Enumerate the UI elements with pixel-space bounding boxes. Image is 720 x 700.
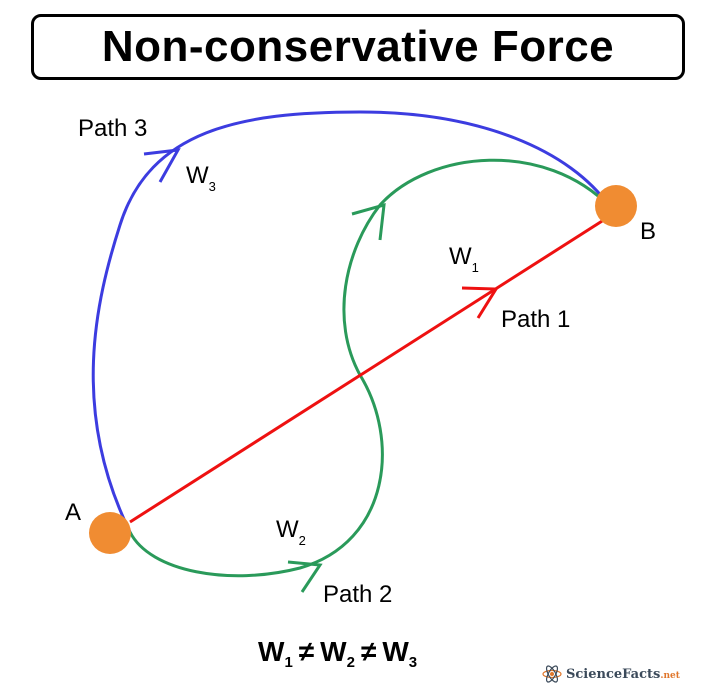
sciencefacts-logo: ScienceFacts.net bbox=[542, 664, 680, 684]
path-1-label: Path 1 bbox=[501, 306, 570, 333]
path-2-label: Path 2 bbox=[323, 581, 392, 608]
point-b bbox=[595, 185, 637, 227]
equation: W1≠W2≠W3 bbox=[258, 636, 417, 671]
path-3-label: Path 3 bbox=[78, 115, 147, 142]
work-3-label: W3 bbox=[186, 162, 216, 194]
path-3-arrow bbox=[143, 148, 181, 183]
page-title: Non-conservative Force bbox=[101, 22, 615, 71]
point-a bbox=[89, 512, 131, 554]
path-1-arrow bbox=[461, 286, 499, 319]
atom-icon bbox=[542, 665, 562, 683]
title-box: Non-conservative Force bbox=[31, 14, 685, 80]
path-1-line bbox=[129, 214, 611, 524]
logo-text: ScienceFacts.net bbox=[566, 666, 680, 682]
work-2-label: W2 bbox=[276, 516, 306, 548]
path-2-arrow-top bbox=[351, 202, 386, 241]
point-a-label: A bbox=[65, 499, 81, 526]
point-b-label: B bbox=[640, 218, 656, 245]
path-2-arrow-bottom bbox=[287, 560, 323, 593]
path-3-curve bbox=[91, 110, 612, 533]
work-1-label: W1 bbox=[449, 243, 479, 275]
